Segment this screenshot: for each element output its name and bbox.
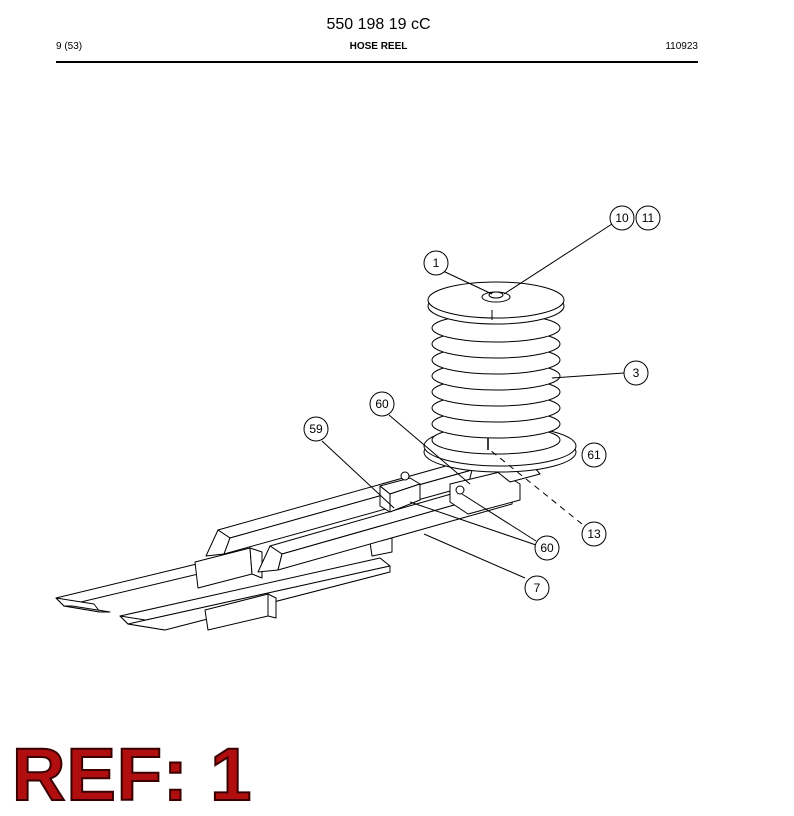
callout-label: 3 (633, 366, 640, 380)
callout-7: 7 (524, 575, 550, 601)
callout-label: 10 (615, 211, 629, 225)
callout-1: 1 (423, 250, 449, 276)
callout-label: 59 (309, 422, 323, 436)
callouts: 1 10 11 3 60 59 61 13 60 7 (303, 205, 661, 601)
callout-60-upper: 60 (369, 391, 395, 417)
callout-13: 13 (581, 521, 607, 547)
callout-label: 61 (587, 448, 601, 462)
callout-label: 13 (587, 527, 601, 541)
callout-label: 11 (642, 211, 655, 225)
callout-60-lower: 60 (534, 535, 560, 561)
reference-label: REF: 1 (11, 733, 253, 816)
header-rule (56, 61, 698, 63)
callout-label: 60 (540, 541, 554, 555)
callout-3: 3 (623, 360, 649, 386)
callout-11: 11 (635, 205, 661, 231)
callout-10: 10 (609, 205, 635, 231)
callout-61: 61 (581, 442, 607, 468)
callout-59: 59 (303, 416, 329, 442)
callout-label: 7 (534, 581, 541, 595)
page-count: 9 (53) (56, 41, 83, 52)
mounting-bracket (194, 537, 393, 631)
leader-lines (321, 223, 625, 579)
reel-top-disk (427, 281, 565, 325)
section-title: HOSE REEL (349, 41, 408, 52)
hose-coils (431, 313, 561, 455)
callout-label: 1 (433, 256, 440, 270)
document-number: 550 198 19 cC (326, 16, 431, 33)
callout-label: 60 (375, 397, 389, 411)
date-code: 110923 (665, 41, 698, 52)
